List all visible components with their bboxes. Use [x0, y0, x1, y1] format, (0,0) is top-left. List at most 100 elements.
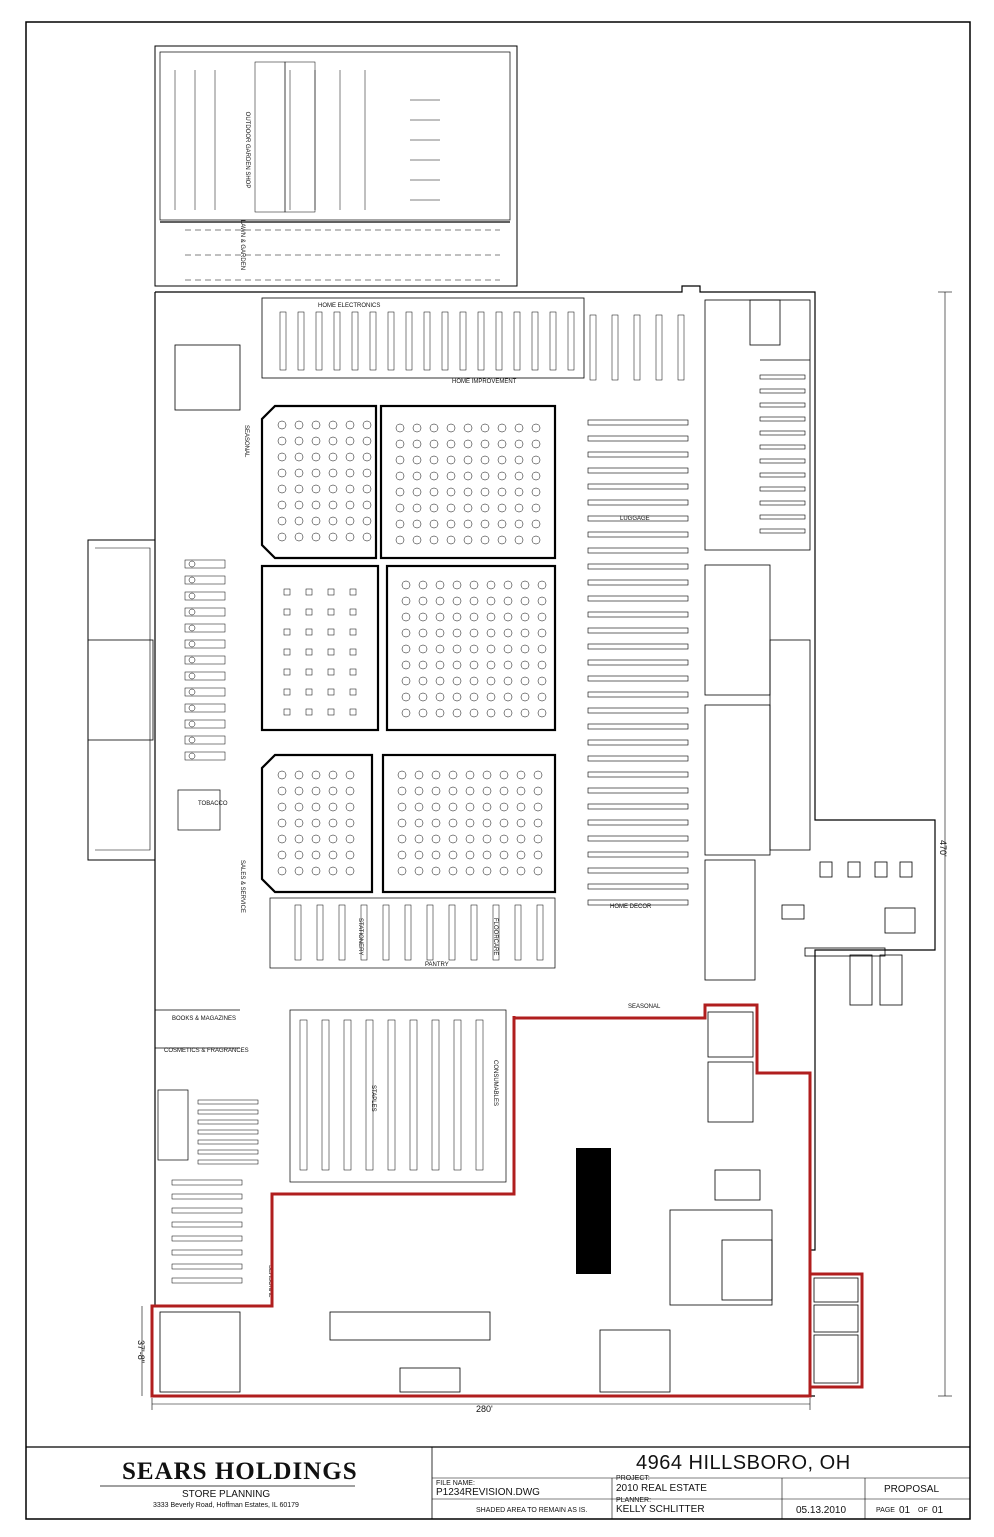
apparel-fixture — [277, 436, 287, 446]
gondola-run — [587, 707, 689, 714]
apparel-fixture — [514, 471, 524, 481]
pantry-rack — [536, 904, 544, 961]
apparel-fixture — [294, 500, 304, 510]
pantry-rack — [404, 904, 412, 961]
apparel-fixture — [514, 519, 524, 529]
gondola-run — [587, 803, 689, 810]
apparel-fixture — [435, 644, 445, 654]
page-label: PAGE — [876, 1507, 895, 1514]
pantry-rack — [316, 904, 324, 961]
apparel-fixture — [531, 471, 541, 481]
apparel-fixture — [345, 532, 355, 542]
apparel-fixture — [435, 596, 445, 606]
display-table — [305, 668, 313, 676]
apparel-fixture — [401, 660, 411, 670]
stock-shelf — [759, 486, 806, 492]
apparel-fixture — [429, 439, 439, 449]
apparel-fixture — [418, 612, 428, 622]
apparel-fixture — [480, 471, 490, 481]
apparel-fixture — [414, 802, 424, 812]
apparel-fixture — [469, 580, 479, 590]
apparel-fixture — [469, 596, 479, 606]
apparel-fixture — [486, 660, 496, 670]
gondola-run — [587, 467, 689, 474]
apparel-fixture — [328, 484, 338, 494]
apparel-fixture — [503, 628, 513, 638]
display-table — [283, 648, 291, 656]
stock-shelf — [759, 472, 806, 478]
apparel-fixture — [486, 708, 496, 718]
stockroom — [704, 299, 916, 1006]
department-name: STORE PLANNING — [182, 1489, 271, 1500]
apparel-fixture — [448, 850, 458, 860]
apparel-fixture — [345, 468, 355, 478]
display-table — [283, 588, 291, 596]
hardware-rack — [589, 314, 597, 381]
apparel-fixture — [431, 850, 441, 860]
display-table — [327, 628, 335, 636]
front-shelf — [197, 1109, 259, 1115]
electronics-rack — [369, 311, 377, 371]
electronics-rack — [387, 311, 395, 371]
electronics-rack — [279, 311, 287, 371]
apparel-fixture — [431, 802, 441, 812]
shaded-area-note: SHADED AREA TO REMAIN AS IS. — [476, 1507, 588, 1514]
apparel-fixture — [401, 628, 411, 638]
apparel-fixture — [514, 487, 524, 497]
apparel-fixture — [486, 612, 496, 622]
apparel-fixture — [446, 535, 456, 545]
front-shelf — [197, 1149, 259, 1155]
apparel-fixture — [448, 802, 458, 812]
apparel-fixture — [311, 500, 321, 510]
company-name: SEARS HOLDINGS — [122, 1458, 358, 1485]
gondola-run — [587, 755, 689, 762]
apparel-fixture — [469, 644, 479, 654]
apparel-fixture — [499, 818, 509, 828]
seasonal-top-label: SEASONAL — [243, 425, 249, 458]
shaded-block — [576, 1148, 611, 1274]
apparel-fixture — [469, 692, 479, 702]
display-table — [283, 608, 291, 616]
apparel-fixture — [277, 468, 287, 478]
electronics-rack — [297, 311, 305, 371]
apparel-fixture — [520, 692, 530, 702]
register — [188, 720, 196, 728]
apparel-fixture — [497, 503, 507, 513]
apparel-fixture — [328, 516, 338, 526]
apparel-fixture — [345, 866, 355, 876]
gondola-run — [587, 563, 689, 570]
front-shelf — [171, 1249, 243, 1256]
apparel-fixture — [311, 786, 321, 796]
display-table — [349, 668, 357, 676]
apparel-fixture — [277, 500, 287, 510]
apparel-fixture — [311, 850, 321, 860]
display-table — [305, 708, 313, 716]
apparel-fixture — [412, 423, 422, 433]
dimension-height: 470' — [938, 840, 948, 857]
apparel-fixture — [328, 770, 338, 780]
apparel-fixture — [431, 834, 441, 844]
apparel-fixture — [497, 519, 507, 529]
of-label: OF — [918, 1507, 928, 1514]
apparel-fixture — [516, 834, 526, 844]
apparel-fixture — [537, 676, 547, 686]
apparel-fixture — [446, 487, 456, 497]
home-improvement-label: HOME IMPROVEMENT — [452, 379, 517, 385]
shaded-area-outline — [150, 1003, 864, 1398]
apparel-fixture — [480, 519, 490, 529]
file-name-value: P1234REVISION.DWG — [436, 1487, 540, 1498]
title-block-grid — [26, 1446, 970, 1519]
checkout-lane — [184, 751, 226, 761]
shaded-area-rooms — [159, 1011, 859, 1393]
apparel-fixture — [328, 468, 338, 478]
display-table — [349, 688, 357, 696]
apparel-fixture — [463, 471, 473, 481]
apparel-fixture — [395, 519, 405, 529]
apparel-fixture — [345, 452, 355, 462]
apparel-fixture — [401, 580, 411, 590]
apparel-fixture — [533, 802, 543, 812]
apparel-fixture — [480, 535, 490, 545]
apparel-fixture — [294, 452, 304, 462]
gondola-run — [587, 867, 689, 874]
